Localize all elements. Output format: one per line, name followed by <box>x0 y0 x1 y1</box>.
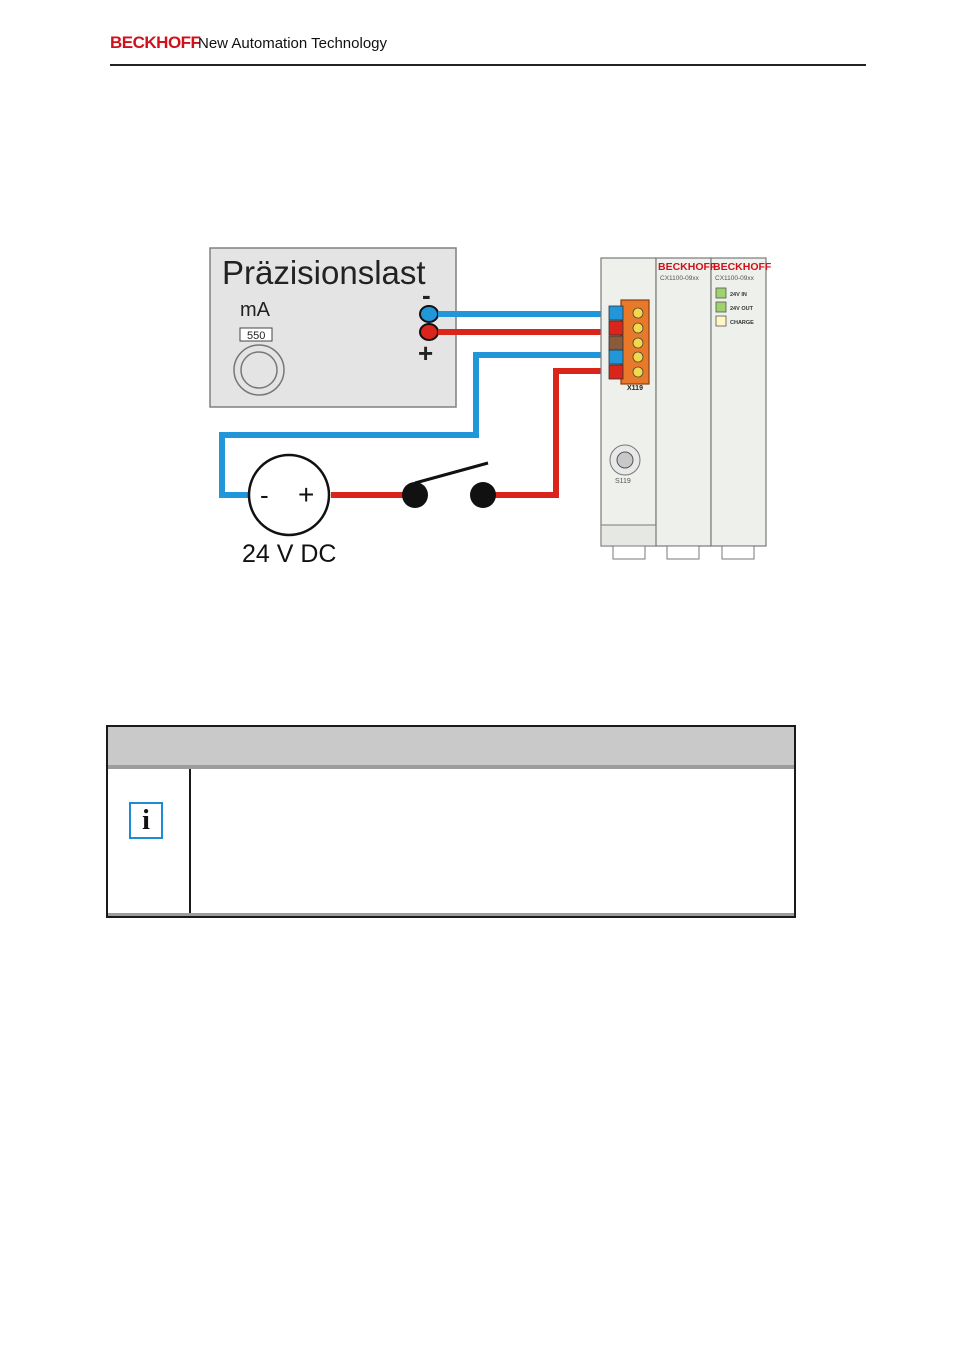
load-title: Präzisionslast <box>222 254 426 291</box>
switch-contact-right <box>470 482 496 508</box>
supply-label: 24 V DC <box>242 540 336 568</box>
page-header: BECKHOFF New Automation Technology <box>110 30 866 66</box>
terminal-4 <box>608 349 624 365</box>
wire-blue-supply <box>219 352 610 498</box>
power-module-2-latch <box>721 545 755 560</box>
note-body <box>191 769 794 916</box>
switch-contact-left <box>402 482 428 508</box>
load-plus-sign: + <box>418 338 433 368</box>
note-bottom-rule <box>108 913 794 916</box>
led-charge <box>715 315 727 327</box>
terminal-1 <box>608 305 624 321</box>
load-display <box>239 327 273 342</box>
screw-1 <box>632 307 644 319</box>
led-24v-in <box>715 287 727 299</box>
led-charge-label: CHARGE <box>730 320 754 326</box>
cpu-module-foot <box>600 524 657 547</box>
info-icon: i <box>129 802 163 839</box>
connector-label: X119 <box>627 385 643 392</box>
load-minus-sign: - <box>422 280 431 310</box>
module1-brand: BECKHOFF <box>658 261 717 273</box>
supply-minus: - <box>260 480 269 510</box>
wire-red-switch <box>483 368 610 498</box>
switch-lever <box>414 461 489 485</box>
screw-2 <box>632 322 644 334</box>
load-terminal-minus <box>419 305 439 323</box>
load-knob-outer <box>233 344 285 396</box>
screw-5 <box>632 366 644 378</box>
supply-circle <box>247 453 331 537</box>
power-module-1-latch <box>666 545 700 560</box>
wiring-diagram-svg: Präzisionslast mA 550 - + - + 24 V DC <box>209 247 772 568</box>
terminal-5 <box>608 364 624 380</box>
note-icon-cell: i <box>108 769 191 916</box>
wiring-diagram: Präzisionslast mA 550 - + - + 24 V DC <box>200 240 780 580</box>
load-knob-inner <box>240 351 278 389</box>
switch-label: S119 <box>615 478 631 485</box>
led-24v-out <box>715 301 727 313</box>
power-module-1 <box>655 257 712 547</box>
module1-type: CX1100-09xx <box>660 275 700 282</box>
supply-plus: + <box>298 479 314 510</box>
led-24v-in-label: 24V IN <box>730 292 747 298</box>
power-module-2 <box>710 257 767 547</box>
screw-4 <box>632 351 644 363</box>
module2-type: CX1100-09xx <box>715 275 755 282</box>
terminal-3 <box>608 335 624 351</box>
cpu-module-latch <box>612 545 646 560</box>
screw-3 <box>632 337 644 349</box>
load-terminal-plus <box>419 323 439 341</box>
info-note-box: i <box>106 725 796 918</box>
load-unit: mA <box>240 299 271 321</box>
brand-tagline: New Automation Technology <box>198 35 388 52</box>
led-24v-out-label: 24V OUT <box>730 306 754 312</box>
note-heading <box>108 727 794 769</box>
rotary-switch-knob <box>616 451 634 469</box>
brand-logo: BECKHOFF <box>110 33 201 52</box>
load-display-value: 550 <box>247 330 265 342</box>
terminal-2 <box>608 320 624 336</box>
module2-brand: BECKHOFF <box>713 261 772 273</box>
